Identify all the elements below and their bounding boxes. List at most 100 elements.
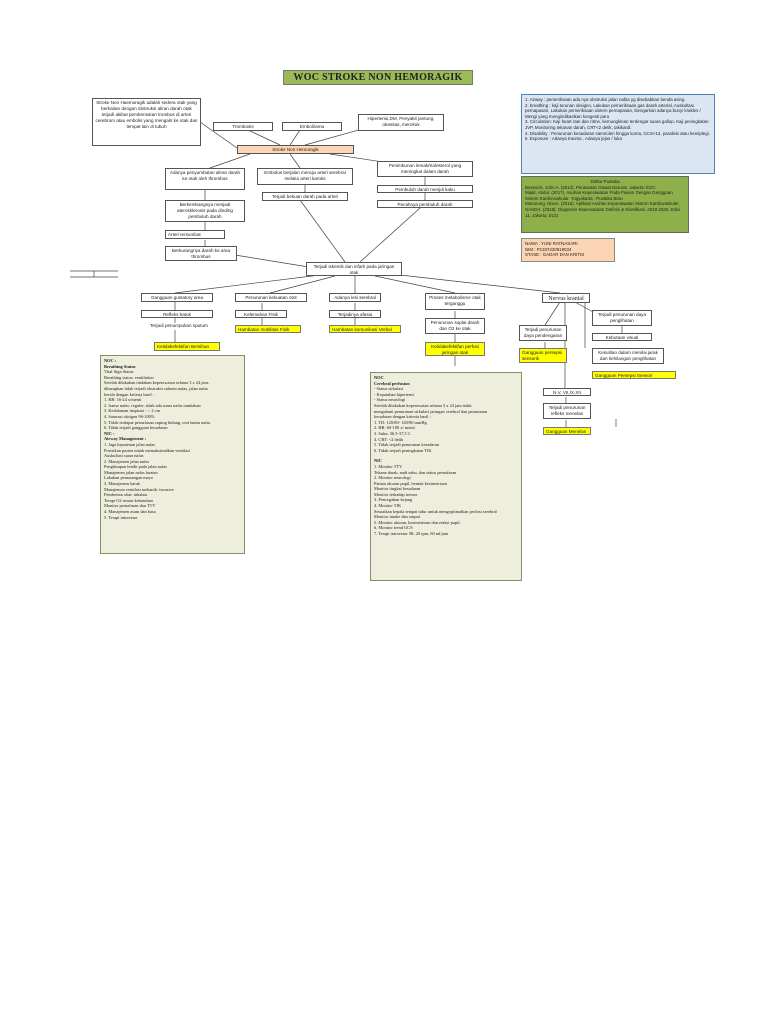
middle-chain-2: Terjadi bekuan darah pada arteri xyxy=(262,192,348,201)
metabolism-box: Proses metabolisme otak terganggu xyxy=(425,293,485,310)
reference-item: NANDA. (2018). Diagnosis Keperawatan Def… xyxy=(525,206,680,218)
panel-line: 4. Saturasi oksigen 96-100% xyxy=(104,413,155,419)
nervus-kranial-box: Nervus kranial xyxy=(542,293,590,303)
panel-line: 6. Tidak terjadi peningkatan TIK xyxy=(374,447,432,453)
panel-line: NOC xyxy=(374,375,384,380)
panel-line: 6. Tidak terjadi gangguan kesadaran xyxy=(104,425,168,431)
refleks-menelan-box: Terjadi penurunan refleks menelan xyxy=(543,403,591,419)
panel-line: Posisikan pasien untuk memaksimalkan ven… xyxy=(104,447,191,453)
panel-line: Monitor tingkat kesadaran xyxy=(374,486,421,492)
panel-line: Monitor pernafasan dan TTV xyxy=(104,503,156,509)
panel-line: Sesuaikan kepala tempat tidur untuk meng… xyxy=(374,508,497,514)
panel-line: NOC : xyxy=(104,358,117,363)
panel-line: 1. RR: 16-24 x/menit xyxy=(104,397,142,403)
panel-line: Terapi O2 sesuai kebutuhan xyxy=(104,497,153,503)
panel-line: Breathing Status xyxy=(104,363,136,369)
jarak-box: Kesulitan dalam menilai jarak dan kehila… xyxy=(592,348,664,364)
sputum-text: Terjadi penumpukan sputum xyxy=(150,323,208,328)
ischemia-box: Terjadi iskemik dan infark pada jaringan… xyxy=(306,262,402,276)
panel-line: Auskultasi suara nafas xyxy=(104,453,144,459)
panel-line: Manajemen jalan nafas buatan xyxy=(104,469,158,475)
right-chain-2: Pembuluh darah menjdi kaku xyxy=(377,185,473,193)
panel-line: mengalami penurunan sirkulasi jaringan c… xyxy=(374,408,487,414)
dx-sensori-penglihatan: Gangguan Persepsi Sensori Penglihatan xyxy=(592,371,676,379)
middle-chain-1: Embolus berjalan menuju arteri serebral … xyxy=(257,168,353,185)
definition-box: Stroke Non Haemoragik adalah sedera otak… xyxy=(92,98,201,146)
panel-line: 2. Monitor neurologi xyxy=(374,475,411,481)
panel-line: Tekana darah, nadi suhu, dan status pern… xyxy=(374,469,457,475)
panel-line: NIC : xyxy=(104,430,115,436)
panel-line: Lakukan pemasangan mayo xyxy=(104,475,154,481)
stroke-center-box: Stroke Non Hemoragik xyxy=(237,145,354,154)
kebutaan-visual-box: Kebutaan visual xyxy=(592,333,652,341)
lesion-box: Adanya lesi serebral xyxy=(329,293,381,302)
panel-line: 6. Monitor trend GCS xyxy=(374,525,413,531)
dx-bersihan-jalan-nafas: Ketidakefektifan Bersihan Jalan Nafas xyxy=(154,342,220,351)
left-chain-1: Adanya penyumbatan aliran darah ke otak … xyxy=(165,168,245,190)
panel-line: 5. Tidak terjadi penurunan kesadaran xyxy=(374,442,439,448)
panel-line: Airway Management : xyxy=(104,436,147,442)
gustatory-box: Gangguan gustatory area xyxy=(141,293,213,302)
panel-line: - Kepatuhan hipertensi xyxy=(374,391,414,397)
cause-trombosis: Trombosis xyxy=(213,122,273,131)
survey-disability: 4. Disability : Penurunan kesadaran samn… xyxy=(525,130,710,136)
panel-line: 1. TD: 120/80- 140/90 mmHg xyxy=(374,419,427,425)
pendengaran-box: Terjadi penurunan daya pendengaran xyxy=(519,325,567,341)
panel-line: kesadaran dengan kriteria hasil : xyxy=(374,414,431,420)
right-chain-1: Penimbunan lemak/Kolesterol yang meningk… xyxy=(377,161,473,177)
panel-line: 3. Suhu: 36,5-37,5 C xyxy=(374,430,411,436)
panel-line: Pemberian obat: inhalasi xyxy=(104,492,148,498)
panel-line: 3. Pencegahan kejang xyxy=(374,497,413,503)
panel-line: 7. Terapi intravena: RL 20 tpm, 60 ml/ja… xyxy=(374,531,449,537)
left-chain-2: Berkembangnya menjadi aterosklerosis pad… xyxy=(165,200,245,222)
panel-line: 3. Manajemen batuk xyxy=(104,481,140,487)
panel-line: bersih dengan kriteria hasil : xyxy=(104,391,154,397)
panel-line: 2. Irama nafas: reguler, tidak ada suara… xyxy=(104,402,201,408)
student-stase: STASE : GADAR DAN KRITIS xyxy=(525,252,585,258)
panel-line: Penghisapan lendir pada jalan nafas xyxy=(104,464,167,470)
panel-line: 1. Monitor TTV xyxy=(374,463,403,469)
references-heading: Daftar Pustaka xyxy=(590,179,620,184)
panel-line: diharapkan tidak terjadi obstruksi salur… xyxy=(104,385,209,391)
panel-line: 5. Tidak terdapat pernafasan cuping hidu… xyxy=(104,419,211,425)
cause-risk-factors: Hipertensi,DM, Penyakit jantung, obesita… xyxy=(358,114,444,131)
panel-line: Vital Sign Status xyxy=(104,369,134,375)
panel-line: NIC xyxy=(374,458,383,464)
student-nim: NIM : P1337420919034 xyxy=(525,246,572,252)
panel-line: Monitor intake dan output xyxy=(374,514,420,520)
identity-panel: NAMA : YUNI RATNASARI NIM : P13374209190… xyxy=(521,238,615,262)
reference-item: Bosevick, John A. (2013). Perawatan Gawa… xyxy=(525,184,656,190)
panel-line: 4. Monitor TIK xyxy=(374,503,402,509)
reference-item: Majid, Abdul. (2017). Asuhan Keperawatan… xyxy=(525,190,673,201)
panel-line: 5. Terapi intravena xyxy=(104,514,137,520)
panel-line: Cerebral perfusion xyxy=(374,380,410,386)
panel-line: 2. HR: 60-100 x/ menit xyxy=(374,425,415,431)
panel-line: 2. Manajemen jalan nafas xyxy=(104,458,150,464)
left-chain-3: Arteri tersumbat xyxy=(165,230,225,239)
cause-emboli: Emboli/ama xyxy=(282,122,342,131)
panel-line: 4. CRT: <2 detik xyxy=(374,436,404,442)
survey-airway: 1. Airway : pemeriksaan ada nya obstruks… xyxy=(525,97,685,102)
panel-line: Setelah dilakukan keperawatan selama 3 x… xyxy=(374,402,472,408)
dx-komunikasi-verbal: Hambatan komunikasi Verbal xyxy=(329,325,401,333)
left-chain-4: Berkurangnya darah ke area thrombus xyxy=(165,246,237,261)
dx-gangguan-menelan: Gangguan Menelan xyxy=(543,427,591,435)
nervus-list-box: N.V, VII,IX,XII xyxy=(543,388,591,396)
panel-line: Manajemen ventilasi mekanik: invasive xyxy=(104,486,174,492)
student-name: NAMA : YUNI RATNASARI xyxy=(525,241,578,246)
panel-line: 5. Monitor ukuran, kesimetrisan dan reak… xyxy=(374,519,461,525)
afasia-box: Terjadinya afasia xyxy=(329,310,381,318)
diagram-title: WOC STROKE NON HEMORAGIK xyxy=(283,70,473,85)
survey-breathing: 2. breathing : kaji turunan oksigen, Lak… xyxy=(525,102,701,119)
panel-line: Breathing status: ventilation xyxy=(104,374,154,380)
panel-line: Monitor terhadap tremor xyxy=(374,491,418,497)
penglihatan-box: Terjadi penurunan daya penglihatan xyxy=(592,310,652,326)
panel-line: - Status neurologi xyxy=(374,397,406,403)
suplai-darah-box: Penurunan suplai darah dan O2 ke otak xyxy=(425,318,485,334)
panel-line: Setelah dilakukan tindakan keperawatan s… xyxy=(104,380,209,386)
refleks-batuk-box: Refleks batuk xyxy=(141,310,213,318)
panel-line: Pantau ukuran pupil, bentuk kesimetrisan xyxy=(374,480,447,486)
survey-exposure: 5. Exposure : Adanya trauma , Adanya jej… xyxy=(525,136,622,142)
